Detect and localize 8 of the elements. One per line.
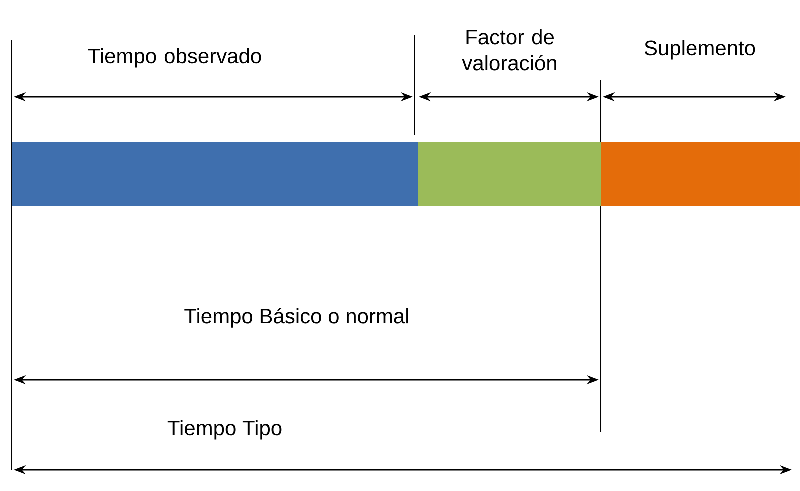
dimension-label: Tiempo Básico o normal xyxy=(184,308,408,328)
dimension-label: Tiempo Tipo xyxy=(168,420,282,440)
bar-label: Suplemento xyxy=(644,40,756,60)
bar-label: Tiempo observado xyxy=(88,48,262,68)
bar xyxy=(601,142,800,206)
bar xyxy=(418,142,601,206)
bar xyxy=(12,142,418,206)
bar-label: Factor de valoración xyxy=(462,29,556,71)
